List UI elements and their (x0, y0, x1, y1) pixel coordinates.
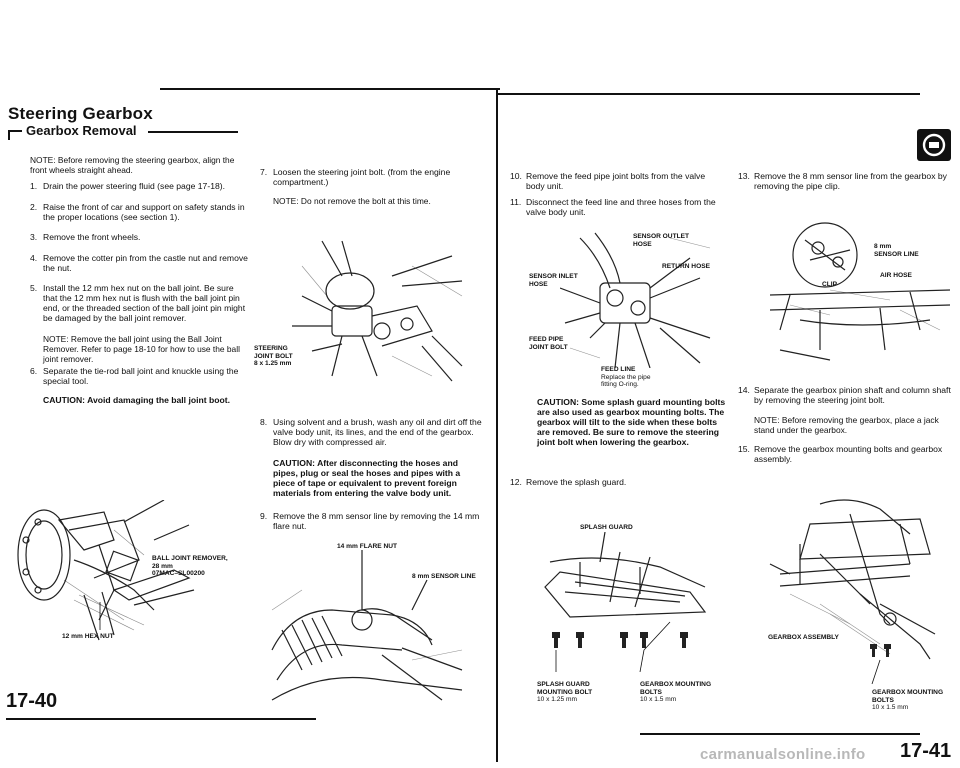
caution-splash-guard-bolts: CAUTION: Some splash guard mounting bolt… (537, 397, 726, 447)
gearbox-assembly-illustration (760, 494, 950, 684)
splash-guard-illustration (540, 532, 715, 672)
step-10: 10.Remove the feed pipe joint bolts from… (510, 171, 706, 191)
step-12: 12.Remove the splash guard. (510, 477, 627, 487)
callout-return-hose: RETURN HOSE (662, 263, 710, 270)
spine-line (496, 90, 498, 762)
callout-steering-joint-bolt: STEERING JOINT BOLT 8 x 1.25 mm (254, 345, 293, 368)
watermark: carmanualsonline.info (700, 746, 866, 763)
subtitle-rule-left (8, 130, 22, 132)
bottom-rule-right (640, 733, 920, 735)
top-rule-left (160, 88, 500, 90)
ball-joint-remover-illustration (14, 500, 244, 650)
step-11: 11.Disconnect the feed line and three ho… (510, 197, 716, 217)
step-4: 4.Remove the cotter pin from the castle … (30, 253, 248, 273)
page-number-right: 17-41 (900, 740, 952, 762)
top-rule-right (498, 93, 920, 95)
step-14: 14.Separate the gearbox pinion shaft and… (738, 385, 951, 405)
step-7-note: NOTE: Do not remove the bolt at this tim… (273, 196, 431, 206)
page-number-left: 17-40 (6, 690, 58, 712)
callout-clip: CLIP (822, 281, 838, 288)
callout-gearbox-assembly: GEARBOX ASSEMBLY (768, 634, 839, 641)
subtitle-rule-vert (8, 130, 10, 140)
section-title: Steering Gearbox (8, 104, 153, 123)
valve-body-hoses-illustration (560, 228, 720, 368)
step-9: 9.Remove the 8 mm sensor line by removin… (260, 511, 480, 531)
step-15: 15.Remove the gearbox mounting bolts and… (738, 444, 943, 464)
step-8: 8.Using solvent and a brush, wash any oi… (260, 417, 482, 447)
step-7: 7.Loosen the steering joint bolt. (from … (260, 167, 451, 187)
bottom-rule-left (6, 718, 316, 720)
section-subtitle: Gearbox Removal (26, 123, 137, 138)
sensor-line-illustration (262, 550, 472, 708)
callout-feed-line: FEED LINE Replace the pipe fitting O-rin… (601, 366, 651, 389)
steering-joint-illustration (282, 236, 472, 386)
callout-hex-nut: 12 mm HEX NUT (62, 633, 114, 640)
subtitle-rule-right (148, 131, 238, 133)
callout-flare-nut: 14 mm FLARE NUT (337, 543, 398, 550)
callout-sensor-line: 8 mm SENSOR LINE (412, 573, 476, 580)
callout-splash-guard: SPLASH GUARD (580, 524, 633, 531)
caution-ball-joint: CAUTION: Avoid damaging the ball joint b… (43, 395, 230, 405)
caution-plug-hoses: CAUTION: After disconnecting the hoses a… (273, 458, 461, 498)
step-6: 6.Separate the tie-rod ball joint and kn… (30, 366, 239, 386)
callout-ball-joint-remover: BALL JOINT REMOVER, 28 mm 07MAC–SL00200 (152, 555, 228, 578)
step-2: 2.Raise the front of car and support on … (30, 202, 245, 222)
center-rule-top (380, 88, 500, 90)
step-5: 5.Install the 12 mm hex nut on the ball … (30, 283, 246, 323)
step-3: 3.Remove the front wheels. (30, 232, 141, 242)
steering-wheel-icon (917, 129, 951, 161)
step-1: 1.Drain the power steering fluid (see pa… (30, 181, 226, 191)
sensor-line-clip-illustration (770, 210, 950, 370)
step-14-note: NOTE: Before removing the gearbox, place… (754, 415, 939, 435)
intro-note: NOTE: Before removing the steering gearb… (30, 155, 235, 175)
step-13: 13.Remove the 8 mm sensor line from the … (738, 171, 947, 191)
callout-air-hose: AIR HOSE (880, 272, 912, 279)
step-5-note: NOTE: Remove the ball joint using the Ba… (43, 334, 240, 364)
